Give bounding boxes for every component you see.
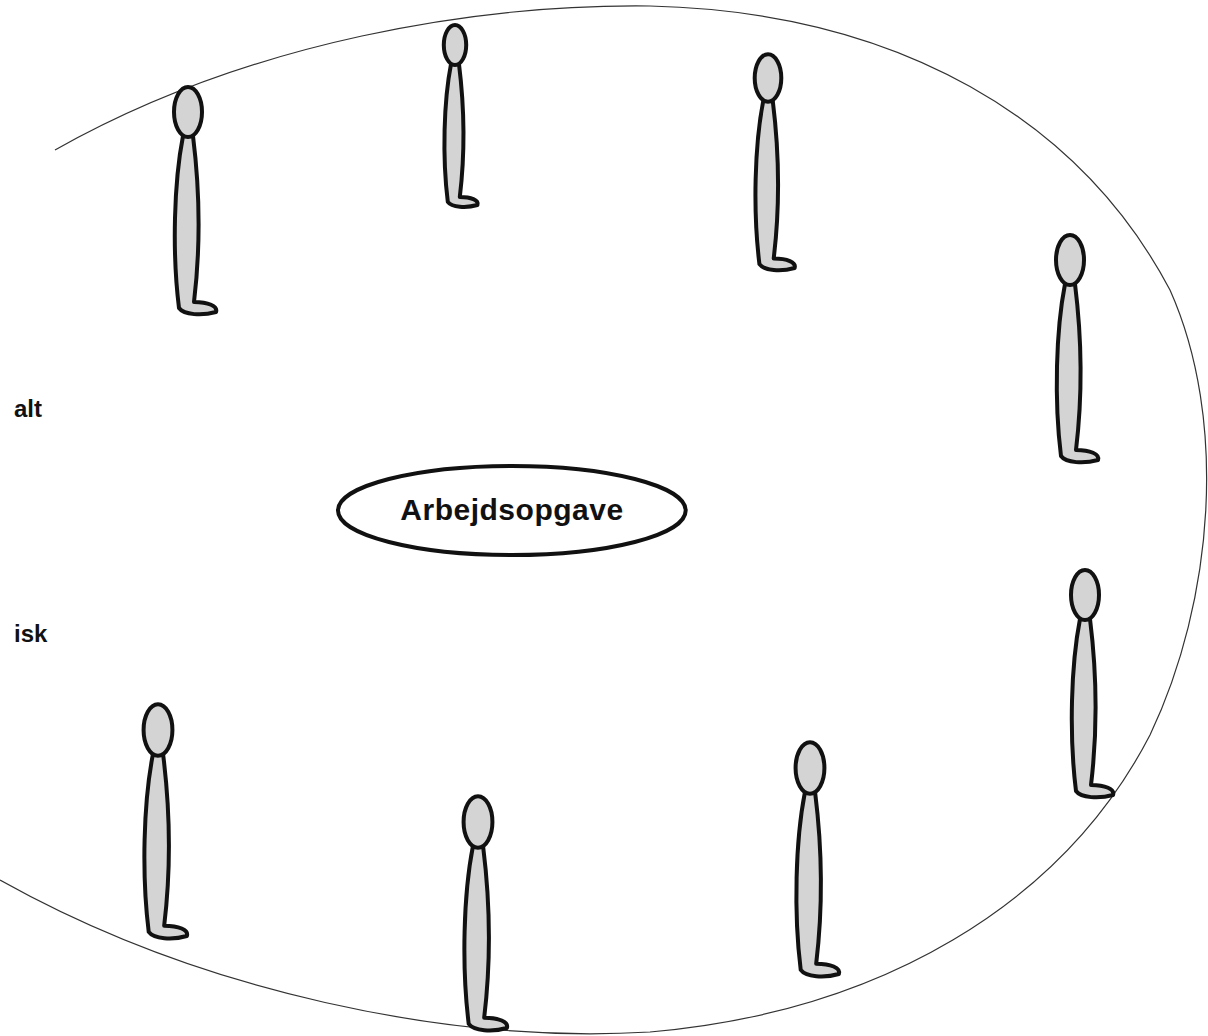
side-label: isk	[14, 620, 47, 648]
person-figure	[1056, 235, 1098, 462]
person-figure	[444, 25, 478, 207]
person-figure	[464, 796, 508, 1030]
person-figure	[144, 704, 188, 938]
task-ellipse: Arbejdsopgave	[335, 463, 689, 558]
person-figure	[755, 54, 795, 270]
person-figure	[174, 87, 216, 314]
side-label: alt	[14, 395, 42, 423]
person-figure	[1071, 570, 1113, 797]
person-figure	[796, 742, 840, 976]
group-ellipse	[0, 6, 1207, 1034]
ellipse-border	[338, 466, 686, 555]
node-label: Arbejdsopgave	[400, 493, 623, 527]
